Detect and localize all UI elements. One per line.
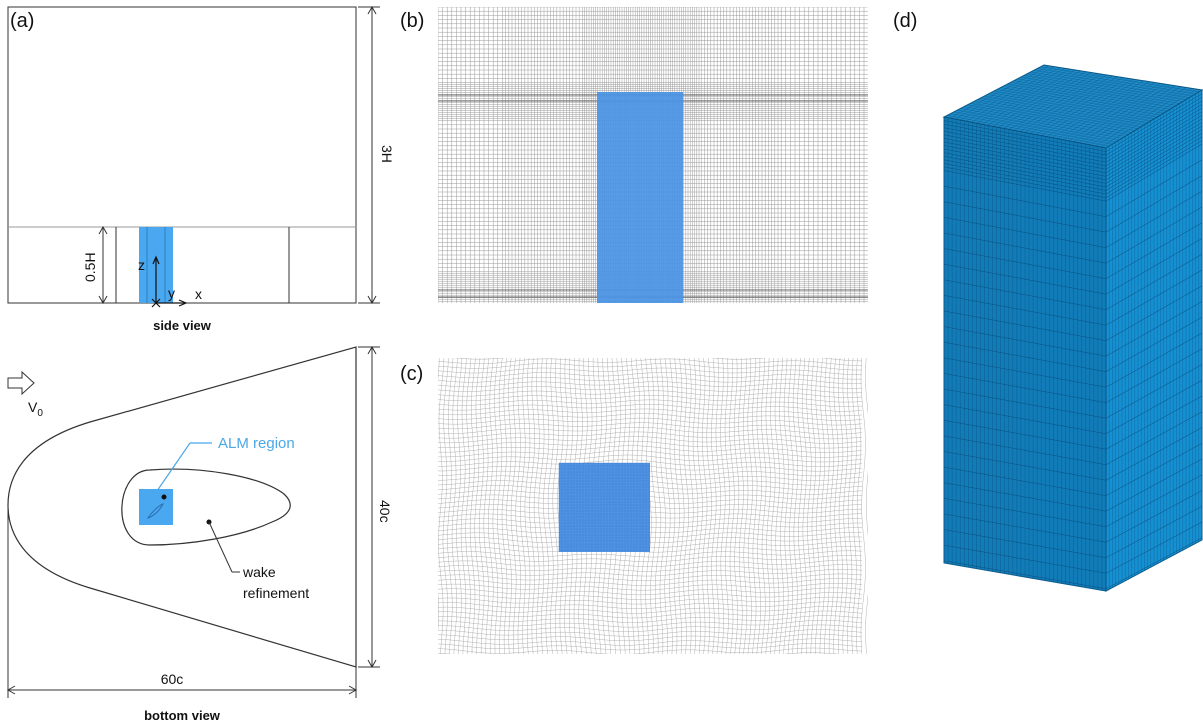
panel-c: (c) xyxy=(400,358,868,654)
wake-label-line1: wake xyxy=(242,564,276,580)
panel-b-label: (b) xyxy=(400,10,424,32)
alm-region-mesh-c xyxy=(559,463,650,552)
axis-z-label: z xyxy=(138,257,145,273)
panel-a-side-view: (a) 3H 0.5H z y x side view xyxy=(7,5,395,333)
alm-leader-line xyxy=(156,442,191,492)
inflow-arrow-icon xyxy=(7,370,35,396)
blade-icon xyxy=(146,503,165,519)
alm-region-bottom xyxy=(139,489,173,525)
axis-x-label: x xyxy=(195,286,202,302)
alm-region-mesh-b xyxy=(597,92,683,303)
panel-a-bottom-view: ALM region wake refinement V0 40c 60c bo… xyxy=(6,345,393,723)
unstructured-mesh-grid xyxy=(438,358,868,654)
panel-d: (d) xyxy=(893,10,1203,592)
alm-region-fine-mesh xyxy=(558,462,650,552)
bottom-view-caption: bottom view xyxy=(144,708,221,723)
height-label: 3H xyxy=(379,145,395,163)
alm-region-label: ALM region xyxy=(218,435,295,452)
axis-y-label: y xyxy=(168,285,175,301)
refine-height-label: 0.5H xyxy=(82,252,98,282)
panel-d-label: (d) xyxy=(893,10,917,32)
side-view-domain xyxy=(7,6,357,304)
panel-b: (b) xyxy=(400,7,868,303)
mesh-block-lines xyxy=(943,64,1203,591)
panel-a-label: (a) xyxy=(10,10,34,32)
wake-refinement-contour xyxy=(121,468,291,546)
inflow-label: V0 xyxy=(28,399,43,419)
side-view-caption: side view xyxy=(153,318,212,333)
panel-c-label: (c) xyxy=(400,363,423,385)
length-label: 60c xyxy=(161,671,184,687)
wake-label-line2: refinement xyxy=(243,585,309,601)
wake-leader-line xyxy=(208,521,233,573)
width-label: 40c xyxy=(377,500,393,523)
bottom-view-domain xyxy=(7,346,357,668)
